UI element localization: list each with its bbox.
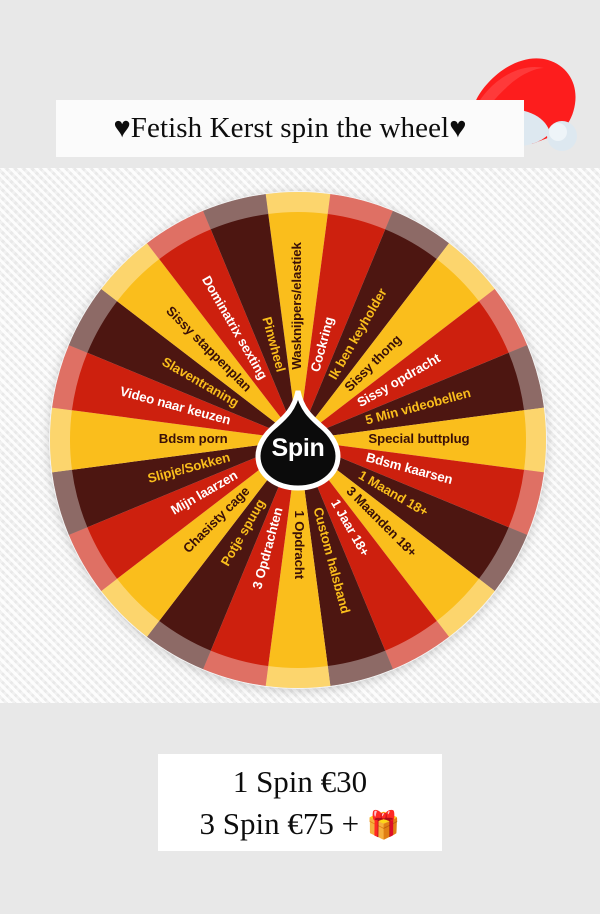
wheel-segment: [69, 410, 299, 470]
wheel-segment-rim: [508, 345, 544, 411]
wheel-segment-rim: [203, 650, 269, 686]
wheel-segment-label: Special buttplug: [368, 431, 469, 446]
wheel-segment-rim: [101, 243, 160, 302]
wheel-segment-rim-highlight: [265, 666, 331, 688]
wheel-segment: [298, 440, 480, 622]
wheel-segment-rim-highlight: [101, 243, 160, 302]
wheel-segment: [298, 213, 386, 440]
wheel-segment-rim: [203, 194, 269, 230]
wheel-segment-rim-highlight: [68, 289, 118, 353]
wheel-segment-rim-highlight: [52, 469, 88, 535]
wheel-segment-rim: [508, 469, 544, 535]
wheel-segment: [268, 440, 328, 669]
wheel-segment: [116, 258, 298, 440]
wheel-segment-rim-highlight: [147, 210, 211, 260]
wheel-segment-rim: [68, 289, 118, 353]
wheel-segment: [268, 211, 328, 440]
wheel-segment: [298, 352, 525, 440]
wheel-segment: [86, 440, 298, 580]
wheel-segment-rim: [50, 407, 72, 473]
wheel-segment-rim: [147, 210, 211, 260]
wheel-segment-rim: [327, 194, 393, 230]
wheel-segment-rim-highlight: [147, 620, 211, 670]
wheel-segment-rim-highlight: [478, 289, 528, 353]
price-line-two: 3 Spin €75 + 🎁: [200, 803, 401, 844]
wheel-segment-rim: [524, 407, 546, 473]
wheel-segment-rim-highlight: [436, 578, 495, 637]
wheel-segment: [158, 228, 298, 440]
wheel-segment: [71, 352, 298, 440]
title-card: ♥Fetish Kerst spin the wheel♥: [56, 100, 524, 157]
wheel-segment-rim: [436, 243, 495, 302]
price-line-one: 1 Spin €30: [232, 764, 368, 800]
wheel-segment-rim-highlight: [68, 527, 118, 591]
wheel-segment-rim: [52, 469, 88, 535]
wheel-segment-rim-highlight: [508, 345, 544, 411]
wheel-segment-rim: [327, 650, 393, 686]
wheel-rim-group: [50, 192, 546, 688]
wheel-segment-rim-highlight: [436, 243, 495, 302]
wheel-segment: [298, 440, 438, 652]
wheel-segment: [71, 440, 298, 528]
wheel-segment-rim: [478, 527, 528, 591]
wheel-segment-rim: [52, 345, 88, 411]
wheel-segment-rim: [147, 620, 211, 670]
wheel-segment-rim-highlight: [327, 650, 393, 686]
wheel-segment: [298, 300, 510, 440]
wheel-segment: [298, 410, 527, 470]
wheel-segment-rim-highlight: [478, 527, 528, 591]
wheel-segment-rim: [265, 192, 331, 214]
wheel-segment: [298, 258, 480, 440]
gift-icon: 🎁: [366, 809, 401, 840]
pricing-card: 1 Spin €30 3 Spin €75 + 🎁: [158, 754, 442, 851]
wheel-segment-rim-highlight: [385, 210, 449, 260]
wheel-segment-rim-highlight: [52, 345, 88, 411]
wheel-segment-rim-highlight: [265, 192, 331, 214]
wheel-segment-rim: [68, 527, 118, 591]
wheel-segment: [116, 440, 298, 622]
wheel-segment-label: Wasknijpers/elastiek: [289, 241, 304, 369]
wheel-segment: [298, 440, 525, 528]
wheel-segment-rim-highlight: [327, 194, 393, 230]
wheel-segment-label: Bdsm porn: [159, 431, 228, 446]
wheel-segment-label: 1 Opdracht: [292, 510, 307, 579]
page-title: ♥Fetish Kerst spin the wheel♥: [113, 112, 467, 144]
price-line-two-text: 3 Spin €75 +: [199, 805, 367, 841]
wheel-segment-rim-highlight: [203, 650, 269, 686]
wheel-segment-rim-highlight: [524, 407, 546, 473]
wheel-segment: [210, 440, 298, 667]
wheel-segment-rim-highlight: [203, 194, 269, 230]
wheel-segment-rim: [478, 289, 528, 353]
wheel-segment-rim-highlight: [50, 407, 72, 473]
wheel-segment: [210, 213, 298, 440]
wheel-segment-rim-highlight: [101, 578, 160, 637]
wheel-segment-rim-highlight: [385, 620, 449, 670]
wheel-segments-group: [69, 211, 527, 669]
wheel-segment-rim: [265, 666, 331, 688]
wheel-segment-rim: [385, 620, 449, 670]
wheel-segment-rim: [436, 578, 495, 637]
wheel-segment: [298, 440, 386, 667]
wheel-segment-rim-highlight: [508, 469, 544, 535]
wheel-segment-rim: [101, 578, 160, 637]
wheel-segment: [298, 228, 438, 440]
wheel-segment: [158, 440, 298, 652]
wheel-segment: [86, 300, 298, 440]
wheel-segment-rim: [385, 210, 449, 260]
wheel-segment: [298, 440, 510, 580]
spin-button[interactable]: Spin: [250, 388, 346, 492]
